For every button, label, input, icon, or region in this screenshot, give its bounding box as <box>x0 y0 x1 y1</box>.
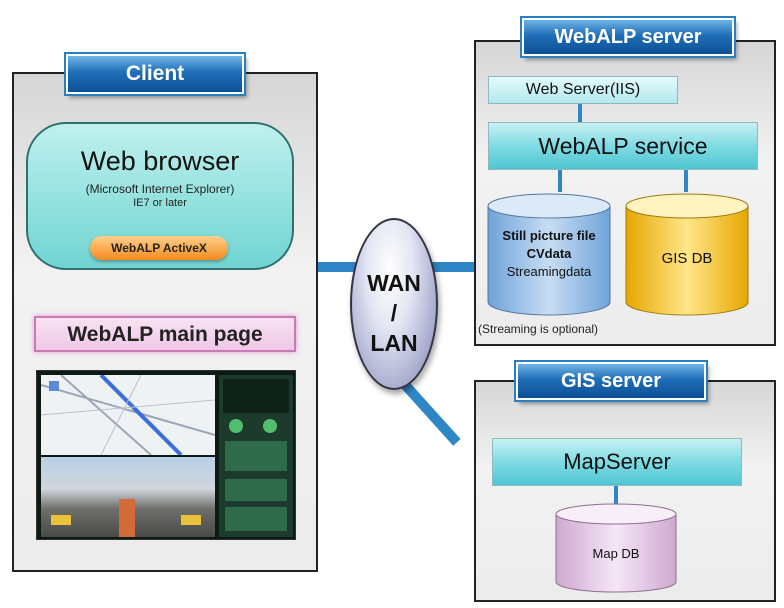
streaming-note: (Streaming is optional) <box>478 322 599 336</box>
lan-label: LAN <box>370 330 418 356</box>
button-grid <box>225 479 287 501</box>
cvdata-label: CVdata <box>526 246 572 261</box>
web-browser-title: Web browser <box>80 146 240 176</box>
still-db-cylinder <box>487 193 611 316</box>
web-browser-subtitle: (Microsoft Internet Explorer) <box>85 182 235 196</box>
taxi-shape <box>51 515 71 525</box>
web-browser-version: IE7 or later <box>133 197 187 209</box>
service-still-link <box>558 170 562 192</box>
streamingdata-label: Streamingdata <box>506 264 592 279</box>
wan-lan-node <box>350 218 438 390</box>
client-title-tag: Client <box>66 54 244 94</box>
map-lines <box>40 373 216 457</box>
service-gis-link <box>684 170 688 192</box>
map-db <box>554 502 678 594</box>
forward-icon <box>263 419 277 433</box>
street-view <box>41 457 215 537</box>
gis-db-label: GIS DB <box>661 250 713 267</box>
gis-db-cylinder <box>625 193 749 316</box>
network-webalp-link <box>432 262 476 272</box>
map-db-cylinder <box>555 503 677 593</box>
control-panel <box>219 375 293 537</box>
activex-badge: WebALP ActiveX <box>90 236 228 260</box>
taxi-shape <box>181 515 201 525</box>
road-marking <box>119 499 135 537</box>
mapserver-db-link <box>614 486 618 506</box>
slash-label: / <box>390 300 398 326</box>
button-grid <box>225 441 287 471</box>
webalp-server-title-tag: WebALP server <box>522 18 734 56</box>
webalp-service-box: WebALP service <box>488 122 758 170</box>
client-network-link <box>318 262 358 272</box>
map-db-label: Map DB <box>592 546 640 561</box>
main-page-label: WebALP main page <box>34 316 296 352</box>
still-picture-db <box>486 192 612 318</box>
gis-db <box>624 192 750 318</box>
play-icon <box>229 419 243 433</box>
map-view <box>40 373 216 457</box>
web-server-iis-box: Web Server(IIS) <box>488 76 678 104</box>
main-page-screenshot <box>36 370 296 540</box>
mapserver-box: MapServer <box>492 438 742 486</box>
info-display <box>223 379 289 413</box>
iis-service-link <box>578 104 582 122</box>
gis-server-title-tag: GIS server <box>516 362 706 400</box>
wan-label: WAN <box>367 270 421 296</box>
button-grid <box>225 507 287 531</box>
still-picture-label: Still picture file <box>502 228 596 243</box>
